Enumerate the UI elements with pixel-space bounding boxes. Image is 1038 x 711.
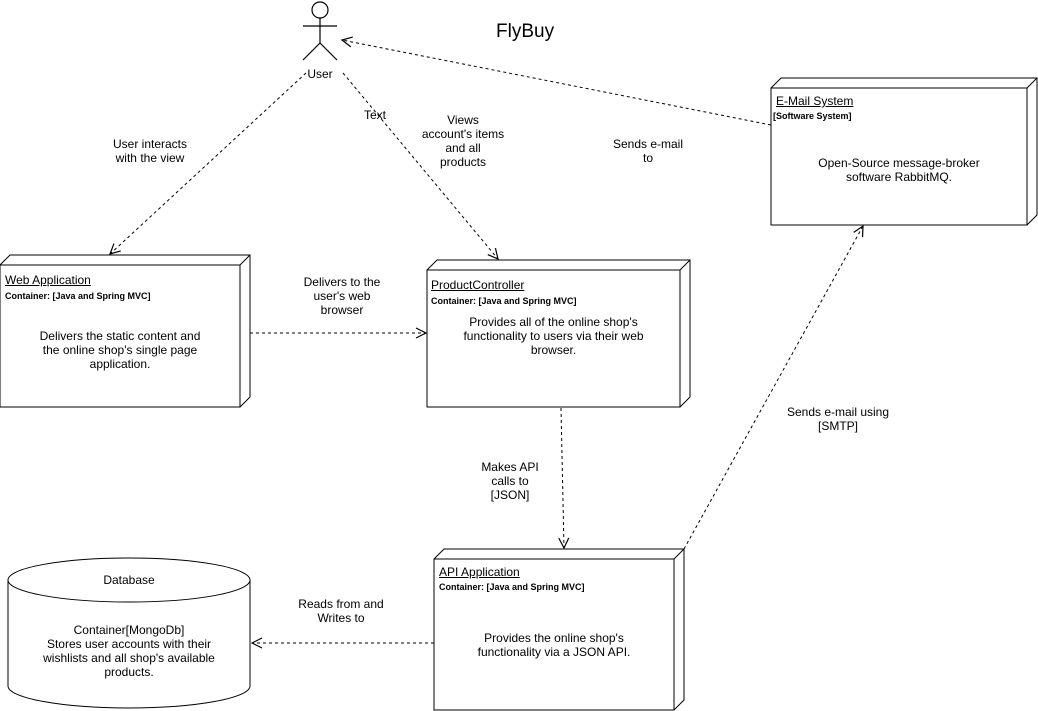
web-application-node[interactable] (0, 254, 251, 408)
product-controller-subtitle: Container: [Java and Spring MVC] (431, 296, 577, 306)
edge-label-sends-email-smtp: Sends e-mail using [SMTP] (786, 405, 890, 433)
edge-label-makes-api-calls: Makes API calls to [JSON] (481, 460, 539, 502)
edge-product-controller-to-api (561, 407, 564, 548)
email-system-node[interactable] (770, 77, 1038, 226)
product-controller-node[interactable] (426, 259, 691, 408)
user-actor-label: User (307, 67, 333, 81)
api-application-node[interactable] (433, 548, 685, 711)
edge-api-to-email (683, 226, 863, 550)
api-application-description: Provides the online shop's functionality… (477, 631, 631, 659)
product-controller-title: ProductController (431, 278, 525, 292)
edge-label-text: Text (363, 108, 386, 122)
web-application-title: Web Application (5, 273, 91, 287)
edge-email-to-user (342, 40, 772, 126)
edge-label-delivers-to-browser: Delivers to the user's web browser (303, 275, 381, 317)
database-cylinder[interactable] (7, 557, 251, 709)
database-description: Container[MongoDb] Stores user accounts … (43, 623, 215, 679)
product-controller-description: Provides all of the online shop's functi… (463, 315, 644, 357)
user-actor-icon[interactable] (302, 1, 338, 61)
edge-label-views-items: Views account's items and all products (421, 113, 505, 169)
email-system-title: E-Mail System (776, 94, 854, 108)
web-application-description: Delivers the static content and the onli… (39, 329, 201, 371)
edge-label-user-interacts: User interacts with the view (112, 137, 188, 165)
edge-user-to-product-controller (342, 72, 498, 259)
api-application-subtitle: Container: [Java and Spring MVC] (439, 582, 585, 592)
edge-label-reads-writes: Reads from and Writes to (298, 597, 384, 625)
api-application-title: API Application (439, 565, 520, 579)
edge-label-sends-email-to: Sends e-mail to (612, 137, 684, 165)
edge-user-to-web-application (110, 72, 307, 254)
email-system-subtitle: [Software System] (773, 111, 852, 121)
database-title: Database (103, 573, 155, 587)
web-application-subtitle: Container: [Java and Spring MVC] (5, 291, 151, 301)
diagram-title: FlyBuy (496, 21, 555, 42)
email-system-description: Open-Source message-broker software Rabb… (818, 156, 980, 184)
